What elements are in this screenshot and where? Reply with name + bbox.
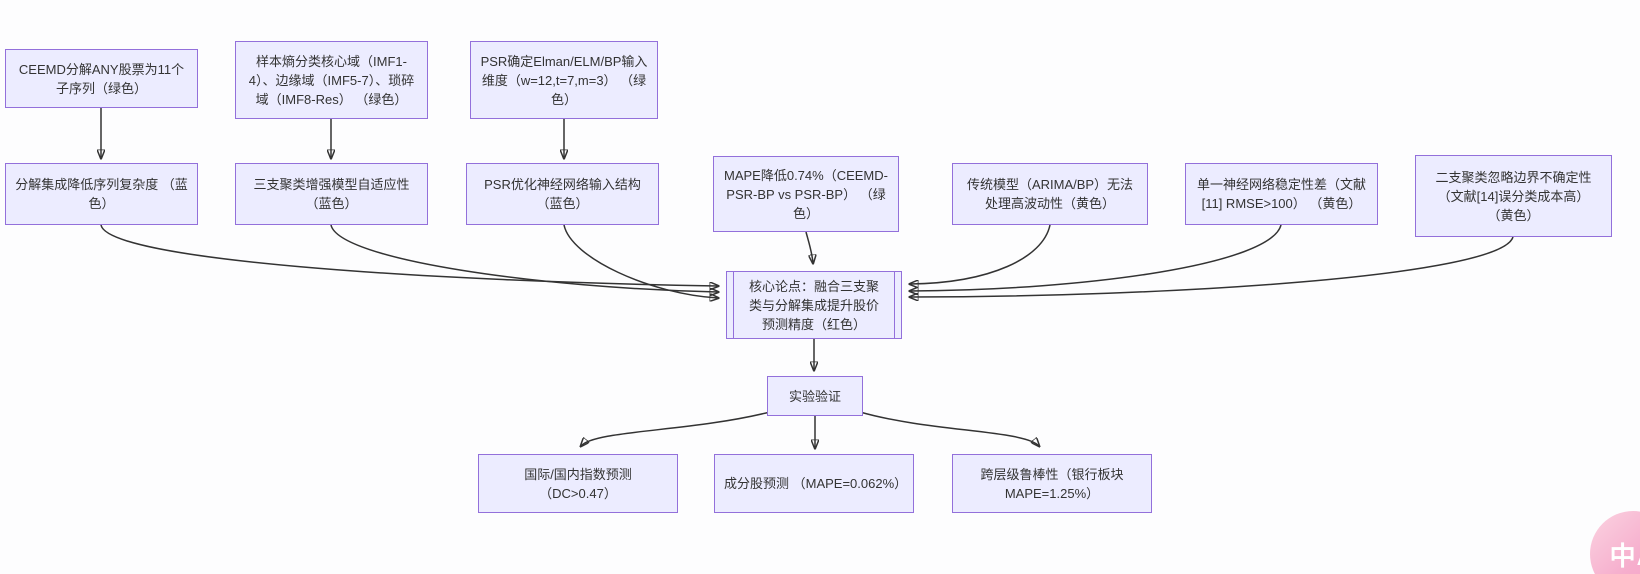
- node-single-nn: 单一神经网络稳定性差（文献[11] RMSE>100） （黄色）: [1185, 163, 1378, 225]
- node-decomp-complexity: 分解集成降低序列复杂度 （蓝色）: [5, 163, 198, 225]
- node-index-predict: 国际/国内指数预测 （DC>0.47）: [478, 454, 678, 513]
- node-experiment: 实验验证: [767, 376, 863, 416]
- edge-traditional-to-core: [910, 224, 1051, 284]
- translate-button[interactable]: 中A: [1590, 511, 1640, 574]
- edge-experiment-to-robustness: [859, 411, 1039, 446]
- node-core-thesis: 核心论点：融合三支聚类与分解集成提升股价预测精度（红色）: [726, 271, 902, 339]
- edge-mape-to-core: [805, 231, 813, 263]
- translate-button-label: 中A: [1609, 540, 1640, 571]
- edge-threeway-to-core: [330, 224, 718, 292]
- node-traditional-limit: 传统模型（ARIMA/BP）无法处理高波动性（黄色）: [952, 163, 1148, 225]
- node-sample-entropy: 样本熵分类核心域（IMF1-4）、边缘域（IMF5-7）、琐碎域（IMF8-Re…: [235, 41, 428, 119]
- node-robustness: 跨层级鲁棒性（银行板块 MAPE=1.25%）: [952, 454, 1152, 513]
- edge-singlenn-to-core: [910, 224, 1282, 291]
- node-ceemd-decompose: CEEMD分解ANY股票为11个子序列（绿色）: [5, 49, 198, 108]
- node-three-way-adapt: 三支聚类增强模型自适应性 （蓝色）: [235, 163, 428, 225]
- edge-decomp-to-core: [100, 224, 718, 286]
- node-stock-predict: 成分股预测 （MAPE=0.062%）: [714, 454, 914, 513]
- node-psr-optimize: PSR优化神经网络输入结构 （蓝色）: [466, 163, 659, 225]
- node-mape-reduce: MAPE降低0.74%（CEEMD-PSR-BP vs PSR-BP） （绿色）: [713, 156, 899, 232]
- edge-twoway-to-core: [910, 236, 1514, 297]
- node-two-way-cluster: 二支聚类忽略边界不确定性 （文献[14]误分类成本高） （黄色）: [1415, 155, 1612, 237]
- node-psr-input: PSR确定Elman/ELM/BP输入维度（w=12,t=7,m=3） （绿色）: [470, 41, 658, 119]
- core-thesis-label: 核心论点：融合三支聚类与分解集成提升股价预测精度（红色）: [748, 278, 879, 332]
- edge-psropt-to-core: [563, 224, 718, 298]
- edge-experiment-to-index: [581, 411, 771, 446]
